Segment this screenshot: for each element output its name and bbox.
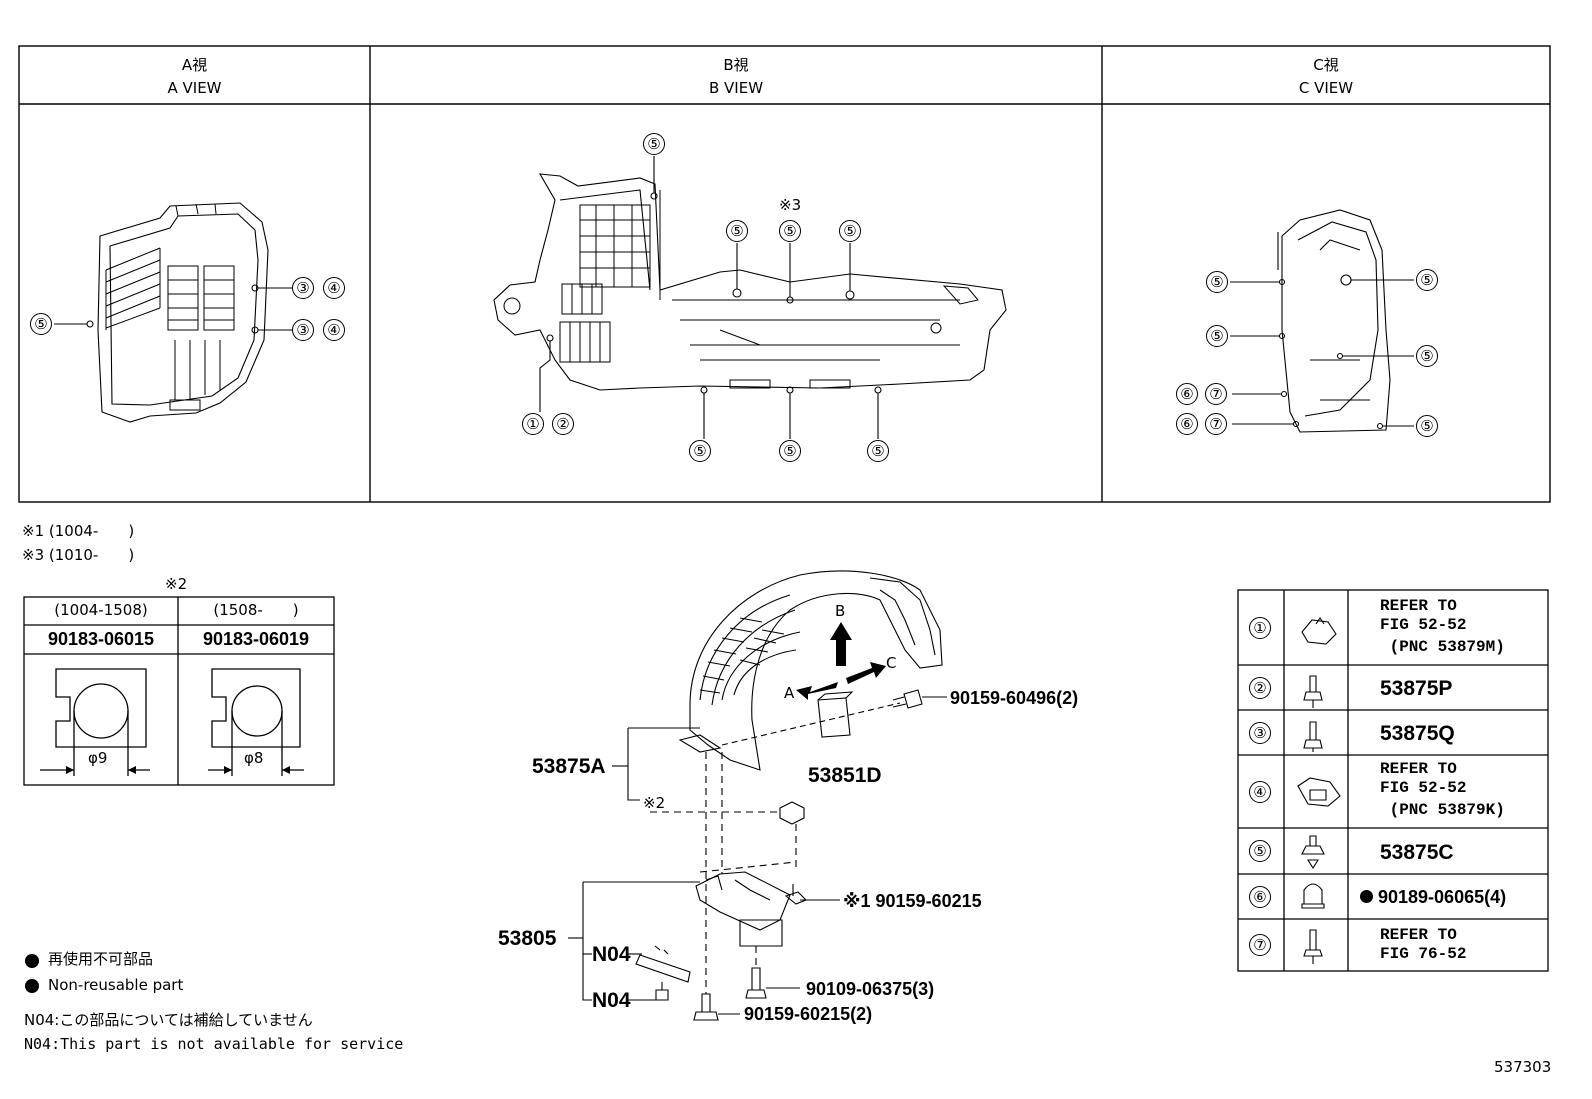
callout-5: ⑤ xyxy=(726,220,748,242)
legend-7-line-2: FIG 76-52 xyxy=(1380,945,1467,963)
callout-5: ⑤ xyxy=(643,133,665,155)
callout-7: ⑦ xyxy=(1205,413,1227,435)
callout-6: ⑥ xyxy=(1176,413,1198,435)
part-53875A: 53875A xyxy=(532,755,606,778)
star2-col2-dim: φ8 xyxy=(244,749,264,767)
callout-5: ⑤ xyxy=(1416,345,1438,367)
note-star1: ※1 (1004- ) xyxy=(22,522,135,540)
arrow-label-c: C xyxy=(886,654,897,672)
legend-num-3: ③ xyxy=(1249,722,1271,744)
fender-liner-drawing xyxy=(568,570,947,1021)
nonreusable-dot xyxy=(25,954,39,968)
legend-1-line-2: FIG 52-52 xyxy=(1380,616,1467,634)
callout-5: ⑤ xyxy=(839,220,861,242)
callout-5: ⑤ xyxy=(779,220,801,242)
legend-num-5: ⑤ xyxy=(1249,840,1271,862)
footnote-nonreusable-en: Non-reusable part xyxy=(48,976,184,994)
callout-5: ⑤ xyxy=(1206,325,1228,347)
b-view-title-jp: B視 xyxy=(723,56,749,74)
callout-2: ② xyxy=(552,413,574,435)
part-bolt-low: 90159-60215(2) xyxy=(744,1004,873,1024)
star2-table-lines xyxy=(23,596,335,786)
b-view-title-en: B VIEW xyxy=(708,79,764,97)
callout-4: ④ xyxy=(323,277,345,299)
legend-7-line-1: REFER TO xyxy=(1380,926,1457,944)
callout-5: ⑤ xyxy=(1416,269,1438,291)
callout-5: ⑤ xyxy=(867,440,889,462)
c-view-title-jp: C視 xyxy=(1313,56,1339,74)
nonreusable-dot xyxy=(1360,890,1373,903)
star2-col2-range: (1508- ) xyxy=(213,601,299,619)
footnote-nonreusable-jp: 再使用不可部品 xyxy=(48,950,154,968)
legend-1-line-3: (PNC 53879M) xyxy=(1380,638,1505,656)
star2-mark: ※2 xyxy=(643,794,666,812)
arrow-label-a: A xyxy=(784,684,795,702)
legend-num-4: ④ xyxy=(1249,781,1271,803)
callout-6: ⑥ xyxy=(1176,383,1198,405)
legend-table-lines xyxy=(1237,589,1549,972)
legend-num-1: ① xyxy=(1249,617,1271,639)
footnote-n04-en: N04:This part is not available for servi… xyxy=(24,1035,404,1053)
c-view-title-en: C VIEW xyxy=(1298,79,1354,97)
a-view-drawing xyxy=(54,202,292,423)
callout-5: ⑤ xyxy=(1206,271,1228,293)
star2-col1-part: 90183-06015 xyxy=(47,629,155,649)
star2-table-title: ※2 xyxy=(165,575,188,593)
legend-num-6: ⑥ xyxy=(1249,886,1271,908)
star3-mark: ※3 xyxy=(779,196,802,214)
callout-5: ⑤ xyxy=(1416,415,1438,437)
part-n04: N04 xyxy=(592,943,631,966)
callout-5: ⑤ xyxy=(30,313,52,335)
legend-2-part: 53875P xyxy=(1380,677,1453,700)
callout-3: ③ xyxy=(292,319,314,341)
legend-3-part: 53875Q xyxy=(1380,722,1455,745)
legend-icons xyxy=(1297,617,1341,964)
figure-number: 537303 xyxy=(1494,1058,1552,1076)
legend-1-line-1: REFER TO xyxy=(1380,597,1457,615)
direction-arrows xyxy=(796,622,886,700)
callout-5: ⑤ xyxy=(779,440,801,462)
legend-num-7: ⑦ xyxy=(1249,934,1271,956)
legend-5-part: 53875C xyxy=(1380,841,1454,864)
arrow-label-b: B xyxy=(835,602,846,620)
b-view-drawing xyxy=(493,156,1007,439)
part-bolt-star1: ※1 90159-60215 xyxy=(843,891,982,911)
callout-4: ④ xyxy=(323,319,345,341)
callout-1: ① xyxy=(522,413,544,435)
legend-4-line-3: (PNC 53879K) xyxy=(1380,801,1505,819)
legend-6-part: 90189-06065(4) xyxy=(1378,887,1507,907)
a-view-title-en: A VIEW xyxy=(167,79,222,97)
nonreusable-dot xyxy=(25,979,39,993)
star2-col1-range: (1004-1508) xyxy=(54,601,148,619)
part-bolt-mid: 90109-06375(3) xyxy=(806,979,935,999)
a-view-title-jp: A視 xyxy=(181,56,208,74)
part-n04: N04 xyxy=(592,989,631,1012)
callout-3: ③ xyxy=(292,277,314,299)
legend-4-line-1: REFER TO xyxy=(1380,760,1457,778)
views-frame xyxy=(18,45,1551,503)
part-53805: 53805 xyxy=(498,927,557,950)
c-view-drawing xyxy=(1230,209,1414,433)
legend-4-line-2: FIG 52-52 xyxy=(1380,779,1467,797)
part-53851D: 53851D xyxy=(808,764,882,787)
star2-col2-part: 90183-06019 xyxy=(202,629,310,649)
callout-7: ⑦ xyxy=(1205,383,1227,405)
part-bolt-top: 90159-60496(2) xyxy=(950,688,1079,708)
legend-num-2: ② xyxy=(1249,677,1271,699)
star2-col1-dim: φ9 xyxy=(88,749,108,767)
note-star3: ※3 (1010- ) xyxy=(22,546,135,564)
callout-5: ⑤ xyxy=(689,440,711,462)
footnote-n04-jp: N04:この部品については補給していません xyxy=(24,1011,313,1029)
